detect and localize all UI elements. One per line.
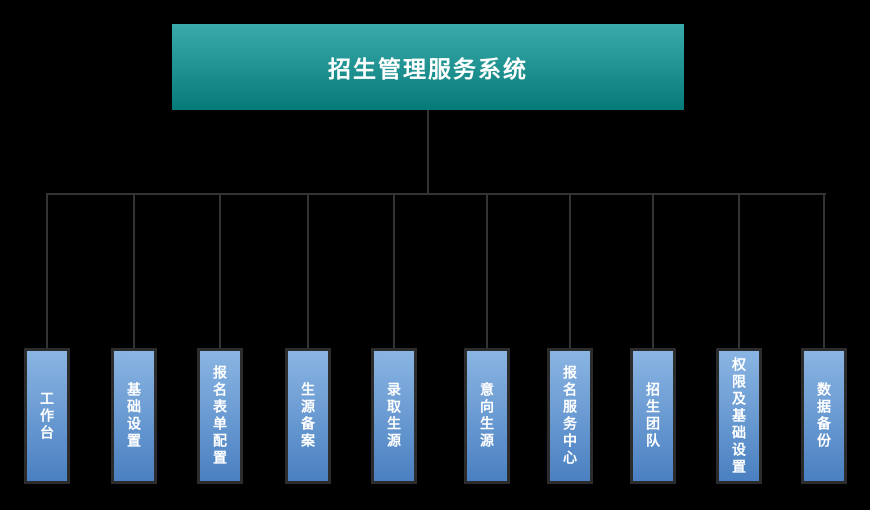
node-label: 权限及基础设置 (731, 356, 747, 476)
node-label: 基础设置 (126, 382, 142, 450)
connector-drop-5 (393, 193, 395, 350)
node-label: 招生团队 (645, 382, 661, 450)
connector-drop-1 (46, 193, 48, 350)
root-node-label: 招生管理服务系统 (328, 56, 528, 82)
node-enrollment-team: 招生团队 (630, 348, 676, 484)
node-label: 报名表单配置 (212, 365, 228, 467)
node-student-source-filing: 生源备案 (285, 348, 331, 484)
node-prospective-students: 意向生源 (464, 348, 510, 484)
node-label: 工作台 (39, 390, 55, 442)
node-basic-settings: 基础设置 (111, 348, 157, 484)
connector-drop-8 (652, 193, 654, 350)
connector-drop-9 (738, 193, 740, 350)
connector-drop-10 (823, 193, 825, 350)
node-label: 意向生源 (479, 382, 495, 450)
connector-drop-7 (569, 193, 571, 350)
node-label: 录取生源 (386, 382, 402, 450)
connector-drop-6 (486, 193, 488, 350)
node-workbench: 工作台 (24, 348, 70, 484)
node-registration-service-center: 报名服务中心 (547, 348, 593, 484)
node-admitted-students: 录取生源 (371, 348, 417, 484)
connector-drop-2 (133, 193, 135, 350)
connector-root-stem (427, 110, 429, 195)
node-label: 报名服务中心 (562, 365, 578, 467)
node-label: 生源备案 (300, 382, 316, 450)
connector-drop-4 (307, 193, 309, 350)
node-permissions-basic-settings: 权限及基础设置 (716, 348, 762, 484)
connector-drop-3 (219, 193, 221, 350)
root-node: 招生管理服务系统 (172, 24, 684, 110)
node-label: 数据备份 (816, 382, 832, 450)
node-data-backup: 数据备份 (801, 348, 847, 484)
connector-bus (46, 193, 826, 195)
node-registration-form-config: 报名表单配置 (197, 348, 243, 484)
